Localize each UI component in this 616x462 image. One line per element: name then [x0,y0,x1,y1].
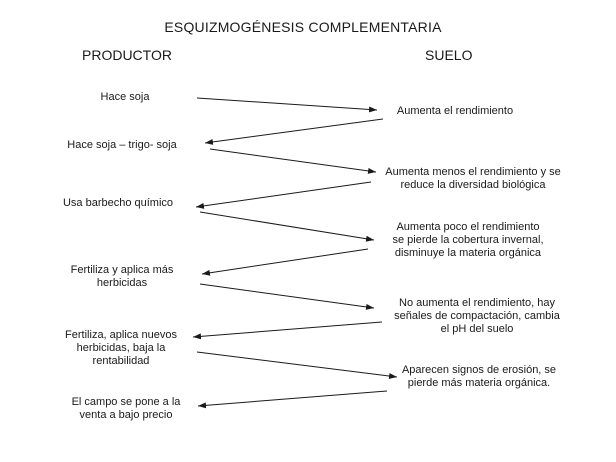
arrow-soil-1-to-producer-2 [204,118,384,145]
column-header-suelo: SUELO [425,47,473,63]
soil-step-2: Aumenta menos el rendimiento y se reduce… [385,166,561,191]
soil-step-3: Aumenta poco el rendimiento se pierde la… [392,221,544,259]
soil-step-5: Aparecen signos de erosión, se pierde má… [401,364,557,389]
arrow-soil-3-to-producer-4 [201,248,369,276]
producer-step-3: Usa barbecho químico [62,197,174,209]
arrow-soil-2-to-producer-3 [195,181,372,209]
arrow-soil-5-to-producer-6 [197,390,388,409]
arrow-producer-1-to-soil-1 [196,97,378,113]
soil-step-1: Aumenta el rendimiento [396,105,514,117]
producer-step-4: Fertiliza y aplica más herbicidas [70,264,174,289]
soil-step-4: No aumenta el rendimiento, hay señales d… [394,297,560,335]
arrow-producer-4-to-soil-4 [199,283,375,310]
column-header-productor: PRODUCTOR [82,47,172,63]
producer-step-1: Hace soja [100,91,150,103]
page-title: ESQUIZMOGÉNESIS COMPLEMENTARIA [164,19,442,35]
producer-step-5: Fertiliza, aplica nuevos herbicidas, baj… [65,329,177,367]
producer-step-6: El campo se pone a la venta a bajo preci… [71,396,181,421]
arrow-producer-2-to-soil-2 [209,148,377,174]
producer-step-2: Hace soja – trigo- soja [67,139,177,151]
arrow-producer-5-to-soil-5 [196,351,398,379]
arrow-soil-4-to-producer-5 [192,321,383,340]
arrow-producer-3-to-soil-3 [199,211,375,242]
